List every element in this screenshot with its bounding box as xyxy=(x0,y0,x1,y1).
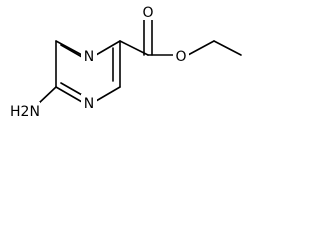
atom-n-top: N xyxy=(84,49,94,65)
bond-c6-n1-double xyxy=(60,44,83,58)
bond-n4-c5-double xyxy=(60,82,83,96)
structure-canvas: N N O O H2N xyxy=(0,0,270,140)
bond-c6-n1 xyxy=(55,40,83,56)
label-bg-n-top xyxy=(81,47,97,64)
atom-amine: H2N xyxy=(10,104,40,120)
atom-o-carbonyl: O xyxy=(142,5,153,21)
label-bg-o-carbonyl xyxy=(140,3,156,20)
label-bg-n-bottom xyxy=(81,94,97,111)
bond-n4-c5 xyxy=(55,86,83,103)
atom-labels: N N O O H2N xyxy=(10,3,189,121)
atom-o-ester: O xyxy=(175,49,186,65)
bonds xyxy=(37,19,242,105)
bond-o-ch2 xyxy=(187,40,215,56)
label-bg-amine xyxy=(10,102,40,121)
bond-c3-n4 xyxy=(95,86,121,102)
label-bg-o-ester xyxy=(173,47,189,64)
bond-ch2-ch3 xyxy=(213,40,242,56)
chemical-structure-diagram: N N O O H2N xyxy=(10,3,242,121)
bond-n1-c2 xyxy=(95,40,121,56)
bond-c5-nh2 xyxy=(37,86,57,105)
atom-n-bottom: N xyxy=(84,96,94,112)
